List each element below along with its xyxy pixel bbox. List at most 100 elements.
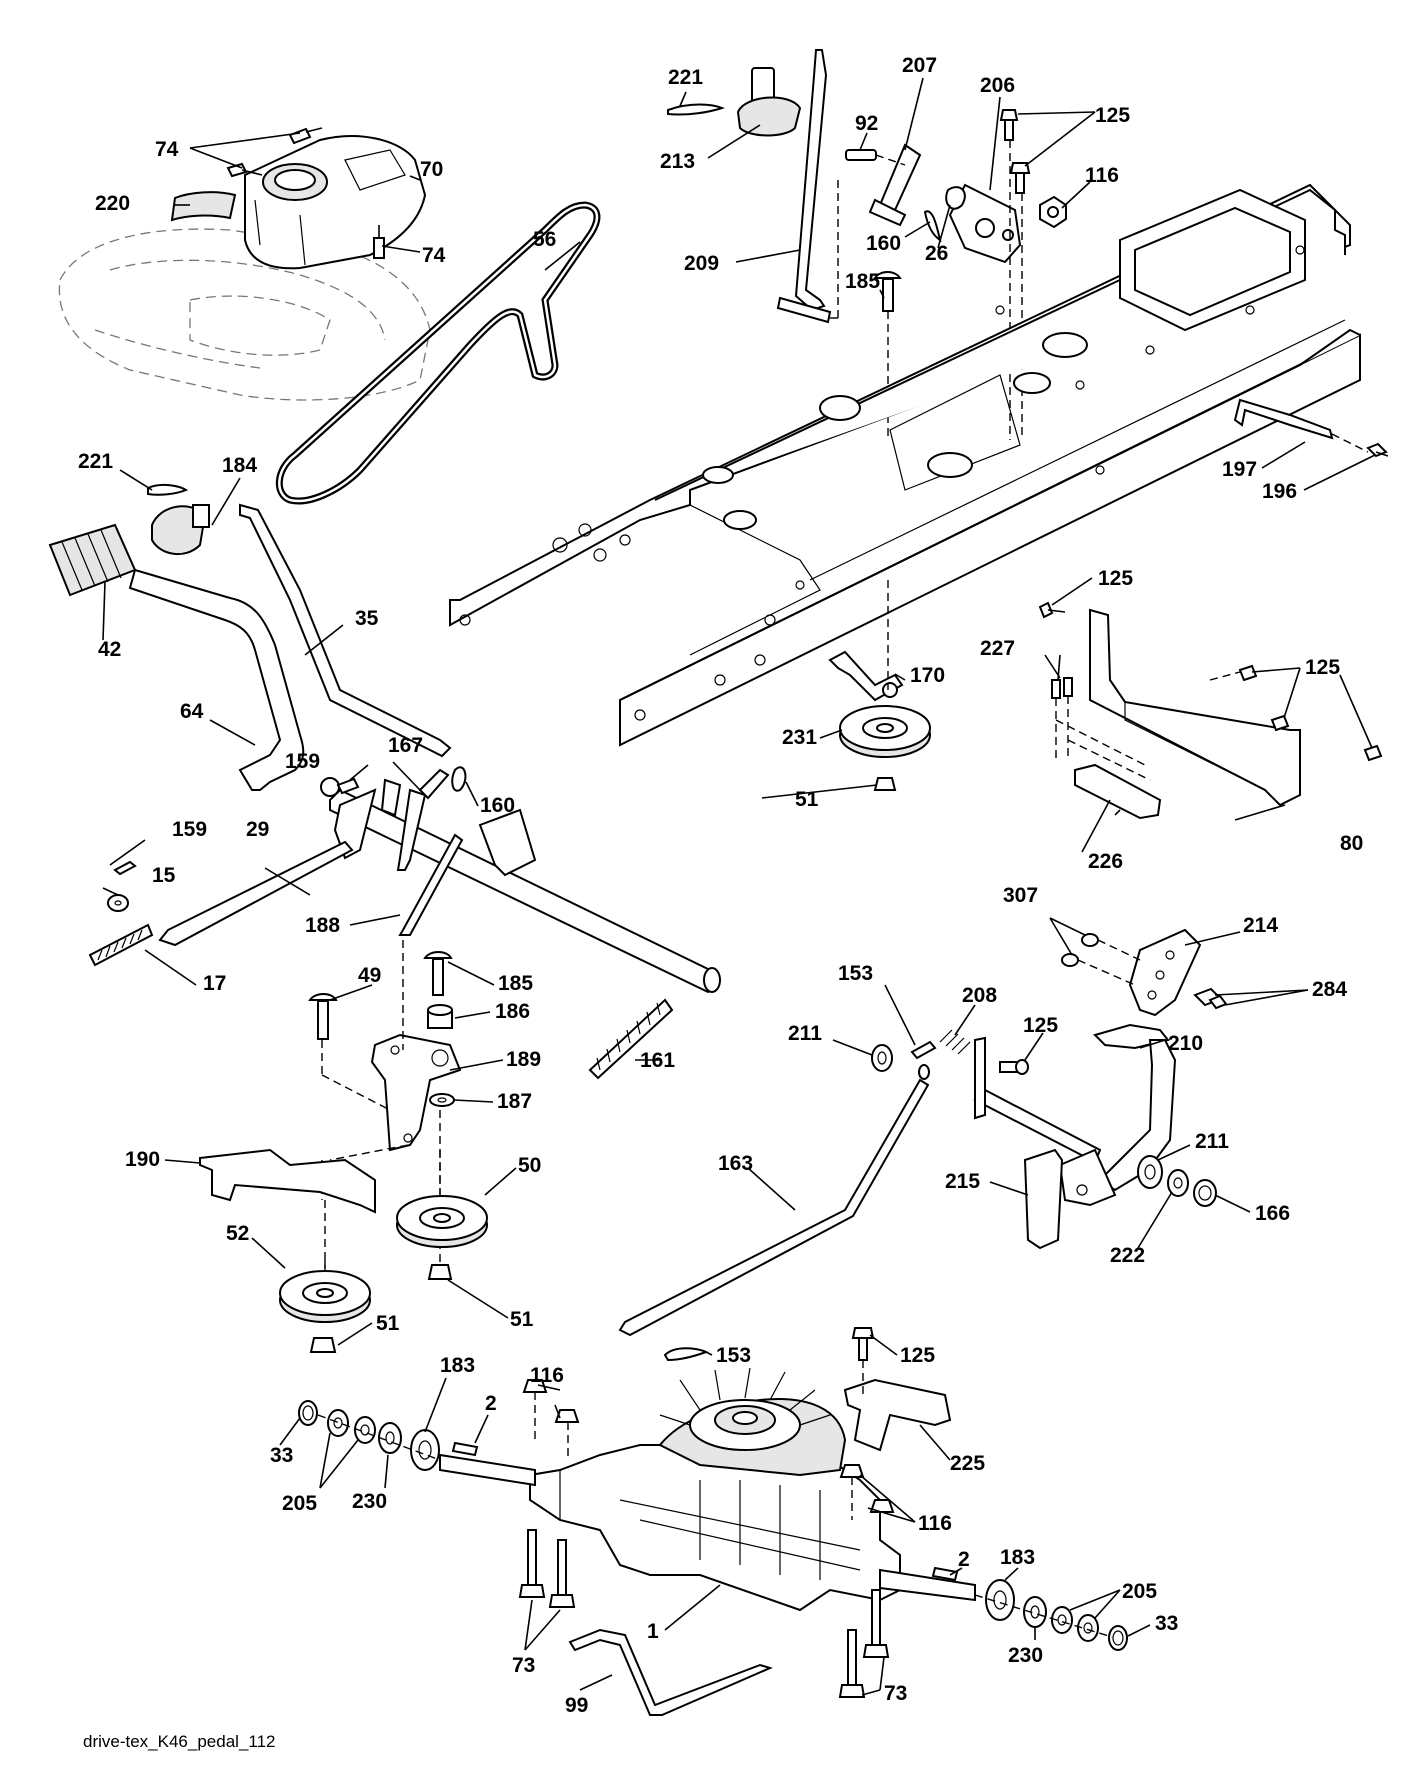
callout-26: 26: [925, 242, 948, 265]
bushing-211-right: [1137, 1155, 1163, 1189]
bolts-73-left: [518, 1529, 576, 1608]
bolt-125-bracket: [1038, 601, 1066, 619]
axle-right: [879, 1568, 976, 1602]
clip-160-top: [923, 210, 942, 243]
bracket-207: [868, 143, 922, 227]
ring-166: [1193, 1179, 1217, 1207]
pulley-52: [279, 1270, 371, 1323]
pin-92: [845, 149, 906, 166]
clip-160-mid: [451, 766, 467, 792]
callout-167: 167: [388, 734, 423, 757]
callout-215: 215: [945, 1170, 980, 1193]
callout-116: 116: [530, 1364, 564, 1387]
callout-220: 220: [95, 192, 130, 215]
callout-1: 1: [647, 1620, 659, 1643]
bracket-190: [199, 1148, 376, 1214]
callout-33: 33: [270, 1444, 293, 1467]
screws-125-right: [1209, 664, 1383, 762]
bolt-125-top-b: [1009, 162, 1031, 194]
bolt-49: [308, 993, 338, 1040]
callout-125: 125: [1095, 104, 1130, 127]
callout-211: 211: [788, 1022, 822, 1045]
callout-125: 125: [1098, 567, 1133, 590]
callout-160: 160: [866, 232, 901, 255]
callout-116: 116: [1085, 164, 1119, 187]
console-70: [244, 135, 427, 270]
ring-33-left: [298, 1400, 318, 1426]
rod-188: [398, 833, 464, 936]
callout-51: 51: [376, 1312, 400, 1335]
pin-159-b: [113, 860, 137, 876]
callout-214: 214: [1243, 914, 1278, 937]
callout-125: 125: [1023, 1014, 1058, 1037]
callout-227: 227: [980, 637, 1015, 660]
callout-35: 35: [355, 607, 379, 630]
spring-17: [88, 923, 154, 967]
pulley-50: [396, 1195, 488, 1248]
bolt-125-top-a: [999, 109, 1019, 141]
callout-226: 226: [1088, 850, 1123, 873]
rod-29: [158, 840, 354, 947]
bushing-183-left: [410, 1429, 440, 1471]
clip-26: [945, 186, 966, 210]
callout-190: 190: [125, 1148, 160, 1171]
bolt-185-mid: [423, 951, 453, 996]
screws-307: [1061, 933, 1141, 986]
washer-15: [107, 894, 129, 912]
callout-labels: 221 207 206 125 74 70 213 92 116 220 74 …: [78, 54, 1363, 1717]
callout-159: 159: [285, 750, 320, 773]
nut-51-top: [873, 777, 897, 791]
callout-209: 209: [684, 252, 719, 275]
callout-205: 205: [282, 1492, 317, 1515]
callout-205: 205: [1122, 1580, 1157, 1603]
callout-183: 183: [440, 1354, 475, 1377]
callout-210: 210: [1168, 1032, 1203, 1055]
callout-2: 2: [485, 1392, 497, 1415]
washers-205-right: [1051, 1606, 1099, 1642]
belt-56: [275, 201, 601, 505]
callout-221: 221: [78, 450, 113, 473]
callout-74: 74: [155, 138, 179, 161]
ring-33-right: [1108, 1625, 1128, 1651]
bracket-189: [370, 1033, 462, 1152]
clip-221-left: [147, 483, 189, 496]
callout-170: 170: [910, 664, 945, 687]
callout-230: 230: [352, 1490, 387, 1513]
axle-left: [439, 1453, 536, 1487]
callout-153: 153: [716, 1344, 751, 1367]
pedal-shaft: [973, 1036, 1117, 1207]
knob-213: [736, 67, 802, 137]
callout-50: 50: [518, 1154, 541, 1177]
callout-196: 196: [1262, 480, 1297, 503]
clip-153-low: [663, 1347, 709, 1362]
spring-161: [588, 998, 674, 1080]
callout-184: 184: [222, 454, 257, 477]
callout-186: 186: [495, 1000, 530, 1023]
idler-arm-170: [828, 650, 904, 702]
bolt-125-mid: [999, 1059, 1029, 1075]
callout-15: 15: [152, 864, 176, 887]
lever-209: [776, 49, 839, 324]
callout-52: 52: [226, 1222, 249, 1245]
bracket-80: [1089, 608, 1301, 807]
nut-51-a: [427, 1264, 453, 1280]
callout-64: 64: [180, 700, 204, 723]
callout-49: 49: [358, 964, 381, 987]
callout-189: 189: [506, 1048, 541, 1071]
nuts-116-low: [522, 1379, 895, 1520]
clip-221-top: [667, 103, 725, 116]
callout-51: 51: [510, 1308, 534, 1331]
cover-215: [1023, 1148, 1064, 1250]
callout-163: 163: [718, 1152, 753, 1175]
bracket-225: [843, 1378, 952, 1452]
screw-74-a: [288, 127, 323, 145]
pin-159-a: [336, 764, 369, 795]
washer-222: [1167, 1169, 1189, 1197]
callout-29: 29: [246, 818, 269, 841]
rod-35: [239, 503, 452, 758]
pedal-210: [1093, 1023, 1177, 1192]
transaxle-1: [529, 1367, 901, 1612]
bushing-183-right: [985, 1579, 1015, 1621]
bolt-196: [1366, 442, 1389, 458]
